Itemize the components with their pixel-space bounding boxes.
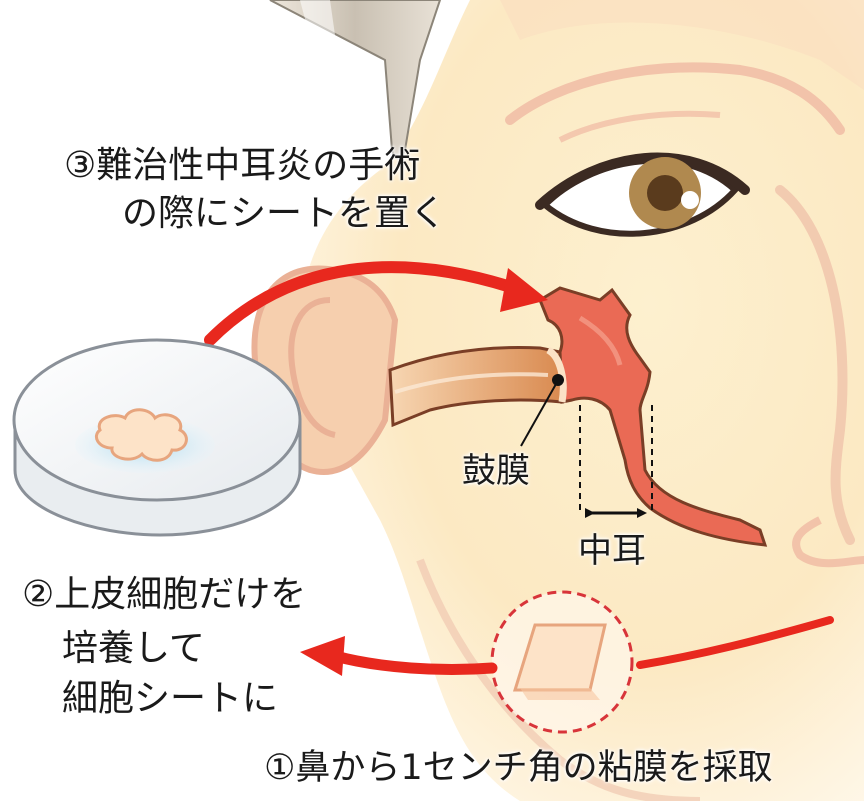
step3-line1: ③難治性中耳炎の手術 bbox=[64, 143, 420, 189]
step2-line2: 培養して bbox=[62, 626, 205, 672]
step2-line3: 細胞シートに bbox=[62, 676, 278, 722]
step3-line2: の際にシートを置く bbox=[122, 191, 446, 237]
step1-text: ①鼻から1センチ角の粘膜を採取 bbox=[264, 745, 773, 791]
eardrum-label: 鼓膜 bbox=[462, 451, 530, 491]
culture-dish bbox=[14, 340, 300, 535]
eardrum-pointer-dot bbox=[552, 374, 564, 386]
middle-ear-label: 中耳 bbox=[578, 531, 646, 571]
step2-line1: ②上皮細胞だけを bbox=[22, 572, 306, 618]
